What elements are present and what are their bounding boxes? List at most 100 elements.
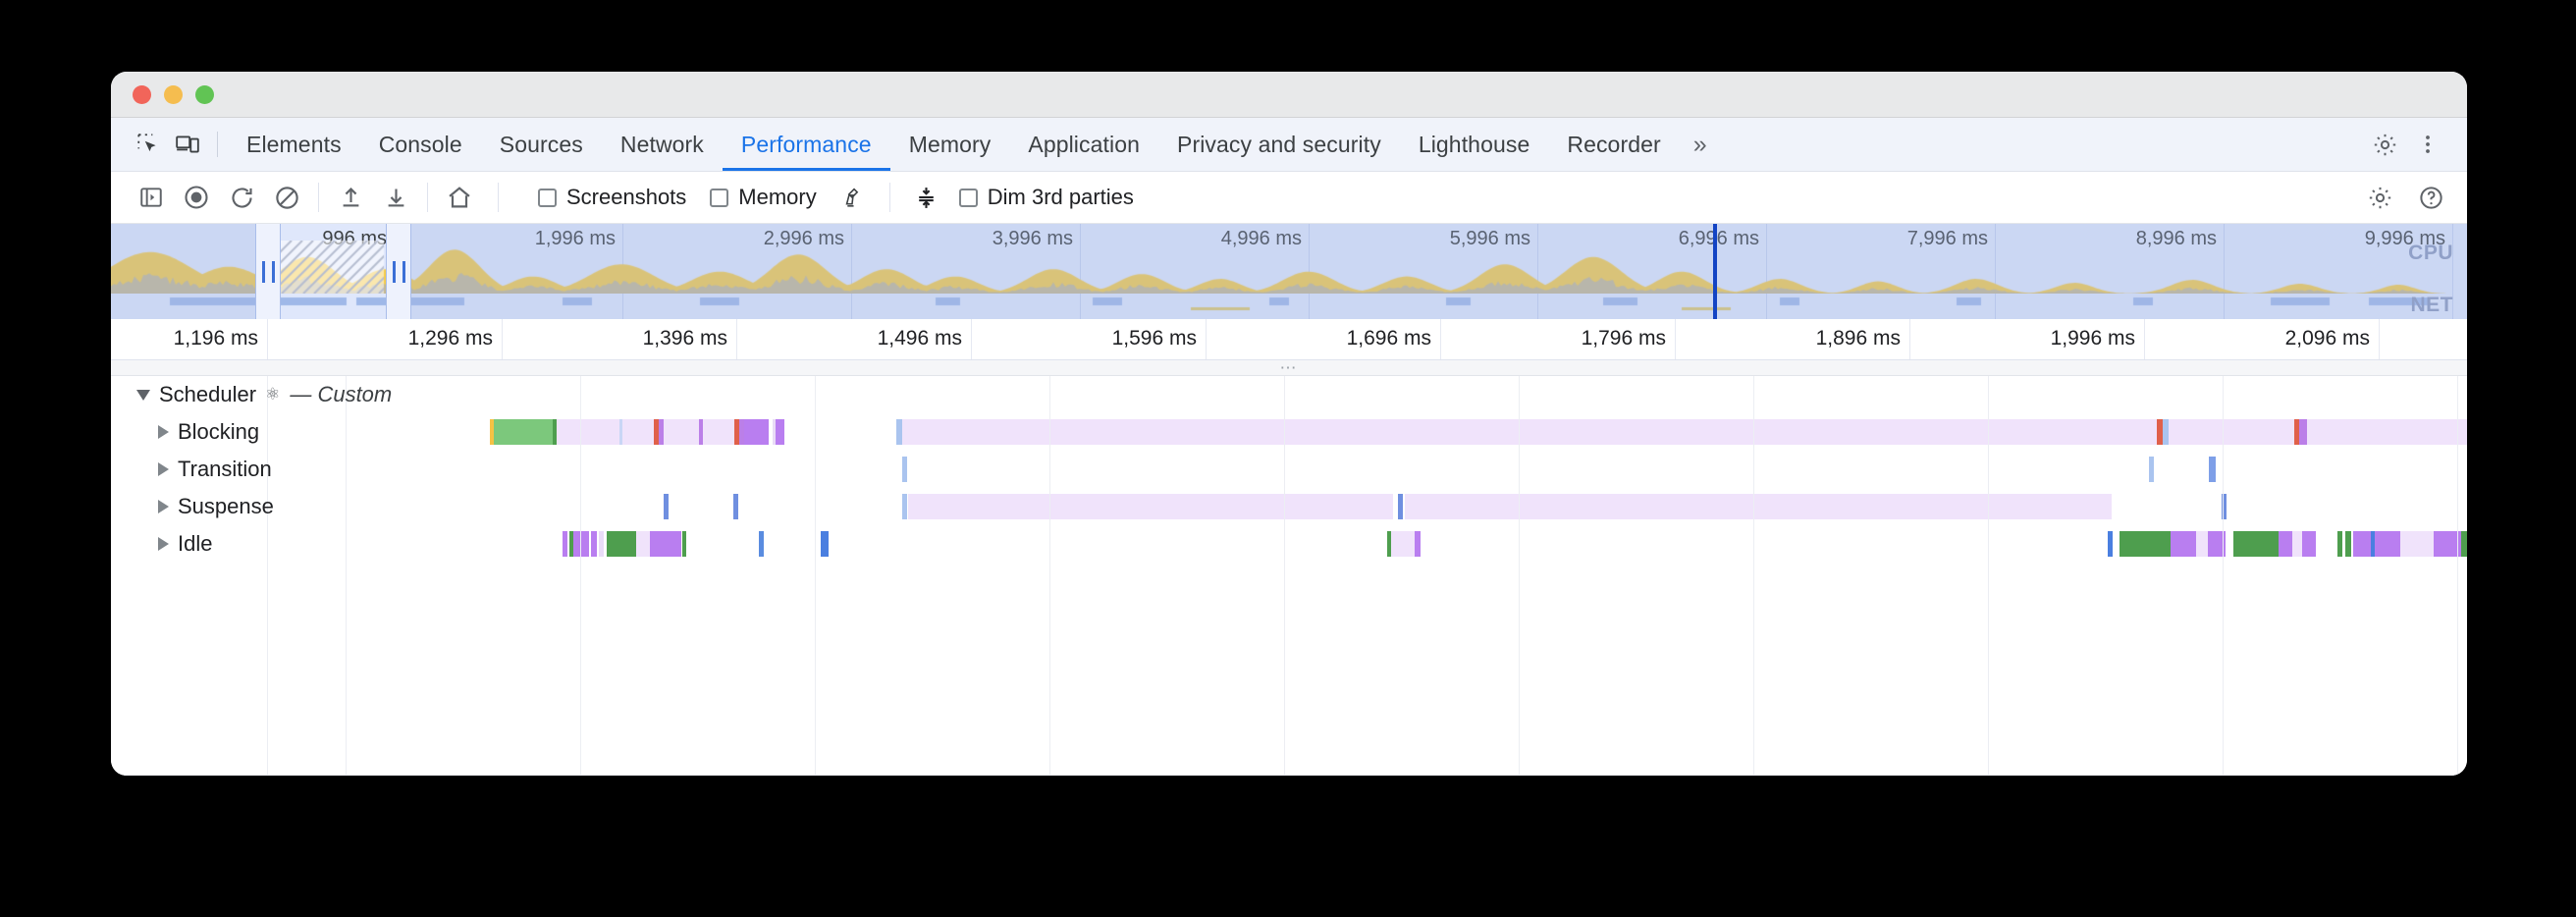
flame-chart[interactable]: Scheduler ⚛ — Custom Blocking Transition…: [111, 376, 2467, 776]
flame-bar[interactable]: [2461, 531, 2467, 557]
help-icon[interactable]: [2408, 178, 2453, 217]
track-label-suspense[interactable]: Suspense: [158, 488, 274, 525]
chevron-right-icon[interactable]: [158, 462, 169, 476]
tab-application[interactable]: Application: [1028, 131, 1140, 157]
flame-bar[interactable]: [902, 494, 907, 519]
track-row-idle[interactable]: Idle: [111, 525, 2467, 563]
flame-bar[interactable]: [2434, 531, 2461, 557]
tab-elements[interactable]: Elements: [246, 131, 342, 157]
flame-bar[interactable]: [2163, 419, 2169, 445]
chevron-right-icon[interactable]: [158, 500, 169, 513]
window-right-handle[interactable]: [386, 224, 411, 319]
screenshots-checkbox-box[interactable]: [538, 188, 557, 207]
flame-bar[interactable]: [2375, 531, 2400, 557]
track-label-idle[interactable]: Idle: [158, 525, 212, 563]
flame-bar[interactable]: [1398, 494, 1403, 519]
window-left-handle[interactable]: [255, 224, 281, 319]
more-tabs-icon[interactable]: »: [1692, 130, 1707, 158]
flame-bar[interactable]: [734, 419, 739, 445]
flame-bar[interactable]: [494, 419, 553, 445]
tab-network[interactable]: Network: [619, 131, 704, 157]
clear-icon[interactable]: [264, 178, 309, 217]
flame-bar[interactable]: [2157, 419, 2163, 445]
flame-bar[interactable]: [902, 457, 907, 482]
flame-bar[interactable]: [2371, 531, 2375, 557]
flame-bar[interactable]: [490, 419, 494, 445]
tab-privacy-and-security[interactable]: Privacy and security: [1177, 131, 1381, 157]
flame-bar[interactable]: [619, 419, 622, 445]
flame-bar[interactable]: [569, 531, 573, 557]
reload-and-record-icon[interactable]: [219, 178, 264, 217]
flame-bar[interactable]: [2196, 531, 2208, 557]
dim-3rd-parties-checkbox-box[interactable]: [958, 188, 978, 207]
flame-bar[interactable]: [1405, 494, 2112, 519]
flame-bar[interactable]: [908, 494, 1393, 519]
flame-bar[interactable]: [2345, 531, 2351, 557]
flame-bar[interactable]: [664, 494, 669, 519]
track-group-scheduler[interactable]: Scheduler ⚛ — Custom: [136, 376, 392, 413]
flame-bar[interactable]: [773, 419, 776, 445]
inspect-icon[interactable]: [129, 125, 168, 164]
flame-bar[interactable]: [2208, 531, 2226, 557]
flame-bar[interactable]: [599, 531, 604, 557]
panel-resizer[interactable]: ⋯: [111, 359, 2467, 376]
flame-bar[interactable]: [2279, 531, 2292, 557]
close-window-button[interactable]: [133, 84, 151, 104]
flame-bar[interactable]: [2209, 457, 2216, 482]
tab-lighthouse[interactable]: Lighthouse: [1418, 131, 1530, 157]
flame-bar[interactable]: [2400, 531, 2434, 557]
download-icon[interactable]: [373, 178, 418, 217]
flame-bar[interactable]: [563, 531, 567, 557]
flame-bar[interactable]: [659, 419, 664, 445]
flame-bar[interactable]: [2292, 531, 2302, 557]
flame-bar[interactable]: [664, 419, 699, 445]
track-row-transition[interactable]: Transition: [111, 451, 2467, 488]
track-label-blocking[interactable]: Blocking: [158, 413, 259, 451]
upload-icon[interactable]: [328, 178, 373, 217]
flame-bar[interactable]: [682, 531, 686, 557]
flame-bar[interactable]: [902, 419, 2157, 445]
track-row-blocking[interactable]: Blocking: [111, 413, 2467, 451]
flame-bar[interactable]: [699, 419, 703, 445]
screenshots-checkbox[interactable]: Screenshots: [538, 185, 686, 210]
zoom-window-button[interactable]: [195, 84, 214, 104]
flame-bar[interactable]: [636, 531, 650, 557]
chevron-down-icon[interactable]: [136, 389, 150, 401]
flame-bar[interactable]: [2337, 531, 2342, 557]
track-row-suspense[interactable]: Suspense: [111, 488, 2467, 525]
flame-bar[interactable]: [553, 419, 557, 445]
flame-bar[interactable]: [2299, 419, 2307, 445]
flame-bar[interactable]: [2108, 531, 2113, 557]
flame-bar[interactable]: [650, 531, 681, 557]
garbage-collect-icon[interactable]: [831, 178, 876, 217]
flame-bar[interactable]: [2222, 494, 2227, 519]
gear-icon[interactable]: [2357, 178, 2402, 217]
tab-sources[interactable]: Sources: [499, 131, 583, 157]
flame-bar[interactable]: [591, 531, 597, 557]
flame-bar[interactable]: [896, 419, 902, 445]
flame-bar[interactable]: [2307, 419, 2467, 445]
track-label-transition[interactable]: Transition: [158, 451, 272, 488]
flame-bar[interactable]: [759, 531, 764, 557]
flame-bar[interactable]: [573, 531, 589, 557]
flame-bar[interactable]: [2171, 531, 2196, 557]
flame-bar[interactable]: [607, 531, 636, 557]
flame-bar[interactable]: [821, 531, 829, 557]
tab-recorder[interactable]: Recorder: [1567, 131, 1661, 157]
flame-bar[interactable]: [2353, 531, 2371, 557]
tab-performance[interactable]: Performance: [723, 118, 890, 171]
memory-checkbox[interactable]: Memory: [710, 185, 817, 210]
record-icon[interactable]: [174, 178, 219, 217]
kebab-menu-icon[interactable]: [2408, 125, 2447, 164]
home-icon[interactable]: [437, 178, 482, 217]
minimize-window-button[interactable]: [164, 84, 183, 104]
flame-bar[interactable]: [2302, 531, 2316, 557]
memory-checkbox-box[interactable]: [710, 188, 729, 207]
flame-bar[interactable]: [739, 419, 744, 445]
chevron-right-icon[interactable]: [158, 537, 169, 551]
flame-bar[interactable]: [733, 494, 738, 519]
flame-bar[interactable]: [2149, 457, 2154, 482]
flame-bar[interactable]: [2169, 419, 2294, 445]
flame-bar[interactable]: [2233, 531, 2279, 557]
